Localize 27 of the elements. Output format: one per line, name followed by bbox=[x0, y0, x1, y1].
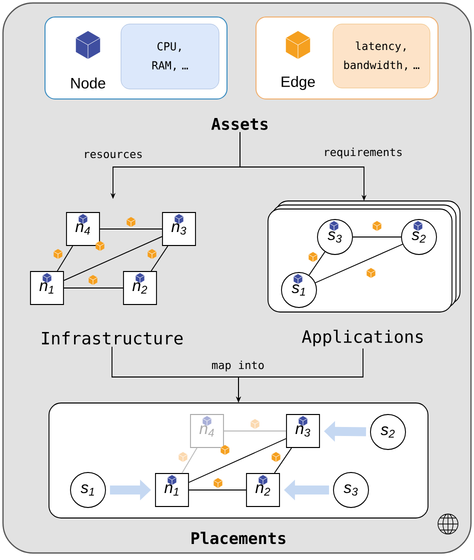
node-box: n$_{4}$ bbox=[190, 414, 224, 448]
node-box: n$_{1}$ bbox=[30, 271, 64, 305]
connector-line bbox=[64, 236, 162, 281]
edge-label: requirements bbox=[322, 146, 404, 160]
attribute-box: CPU, RAM, … bbox=[120, 24, 220, 90]
node-box: n$_{2}$ bbox=[246, 473, 280, 507]
connector-line bbox=[314, 244, 404, 284]
edge-label: map into bbox=[210, 360, 266, 372]
connector-line bbox=[182, 448, 198, 474]
section-heading: Assets bbox=[211, 118, 268, 130]
connector-line bbox=[150, 246, 168, 272]
attribute-box: latency, bandwidth, … bbox=[332, 24, 430, 88]
connector-line bbox=[352, 236, 402, 238]
connector-line bbox=[274, 448, 292, 474]
node-box: n$_{4}$ bbox=[66, 212, 100, 246]
node-box: n$_{1}$ bbox=[155, 473, 189, 507]
node-label: Placements bbox=[192, 532, 286, 544]
connector-line bbox=[224, 430, 286, 432]
connector-line bbox=[100, 228, 162, 230]
connector-line bbox=[56, 246, 74, 272]
connector-line bbox=[188, 438, 286, 483]
section-heading: Infrastructure bbox=[42, 331, 183, 345]
node-box: n$_{3}$ bbox=[162, 212, 196, 246]
node-box: n$_{3}$ bbox=[286, 414, 320, 448]
connector-line bbox=[308, 251, 326, 276]
section-heading: Applications bbox=[302, 330, 423, 346]
node-box: n$_{2}$ bbox=[123, 271, 157, 305]
